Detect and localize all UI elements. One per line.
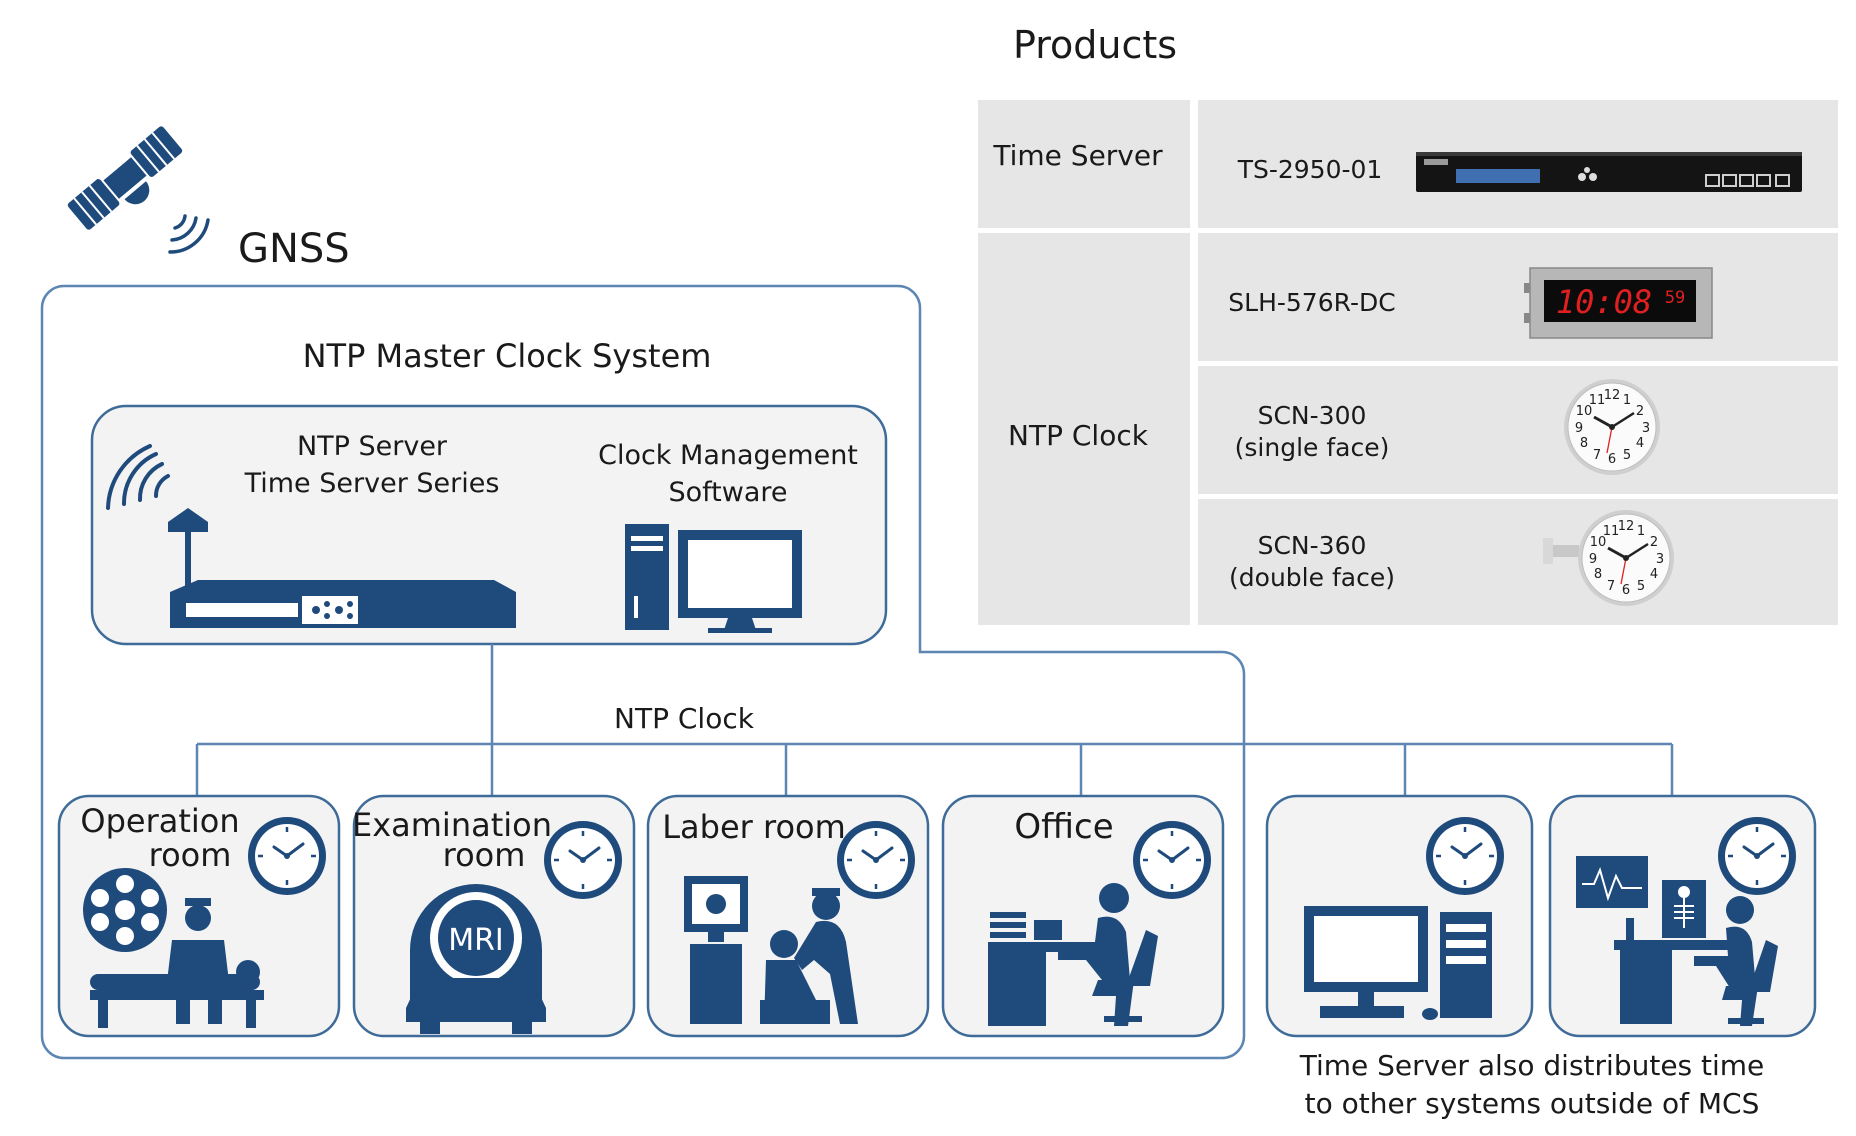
medical-monitoring-icon [1576,856,1778,1026]
office-label: Office [1014,807,1113,847]
wall-clock-icon [1716,815,1798,897]
examination-room-box: Examination room MRI [352,794,636,1038]
product-subtitle-scn360: (double face) [1229,563,1395,592]
scn360-double-clock-image [1543,508,1676,608]
surgery-scene-icon [83,868,264,1028]
wall-clock-icon [1131,819,1213,901]
product-row-scn360 [1198,499,1838,625]
outside-caption-line1: Time Server also distributes time [1299,1049,1765,1082]
wall-clock-icon [542,819,624,901]
gnss-satellite-icon [67,126,210,254]
gnss-label: GNSS [238,226,350,272]
operation-room-box: Operation room [57,794,341,1038]
product-model-slh576: SLH-576R-DC [1228,288,1395,317]
wall-clock-icon [1424,815,1506,897]
operation-room-label-line1: Operation [80,802,239,840]
office-worker-icon [988,883,1158,1026]
products-section: Products Time Server NTP Clock TS-2950-0… [978,23,1838,625]
ntp-clock-category-cell [978,233,1190,625]
mcs-title: NTP Master Clock System [303,337,712,375]
outside-caption-line2: to other systems outside of MCS [1305,1087,1760,1120]
clock-management-label: Clock Management [598,440,858,471]
product-model-scn360: SCN-360 [1258,531,1367,560]
delivery-scene-icon [684,876,858,1024]
ntp-server-label: NTP Server [297,431,448,462]
product-model-ts2950: TS-2950-01 [1237,155,1383,184]
product-row-scn300 [1198,366,1838,494]
mcs-boundary [40,284,1246,1060]
slh-display-seconds: 59 [1665,288,1685,308]
laber-room-label: Laber room [662,808,846,846]
software-label: Software [668,477,787,508]
mri-scanner-icon: MRI [406,884,546,1034]
wall-clock-icon [835,819,917,901]
examination-room-label-line2: room [443,836,526,874]
category-ntp-clock: NTP Clock [1008,419,1149,452]
gps-antenna-icon [106,444,208,592]
ntp-clock-bus-label: NTP Clock [614,702,755,735]
outside-computer-box [1265,794,1534,1038]
wall-clock-icon [246,815,328,897]
category-time-server: Time Server [992,139,1163,172]
ntp-server-device-icon [170,580,516,628]
products-title: Products [1013,23,1177,67]
operation-room-label-line2: room [149,836,232,874]
office-box: Office [941,794,1225,1038]
desktop-computer-icon [1304,906,1492,1020]
time-server-category-cell [978,100,1190,228]
outside-medical-box [1548,794,1817,1038]
slh-display-time: 10:08 [1556,283,1652,321]
bus-label-bg [596,698,772,738]
product-subtitle-scn300: (single face) [1235,433,1390,462]
examination-room-label-line1: Examination [352,806,552,844]
slh576-digital-clock-image: 10:08 59 [1524,267,1713,339]
scn300-analog-clock-image [1562,377,1662,477]
product-row-slh576 [1198,233,1838,361]
bus-drop-lines [195,744,1674,796]
ts2950-device-image [1416,152,1802,192]
time-server-series-label: Time Server Series [244,468,500,499]
laber-room-box: Laber room [646,794,930,1038]
product-model-scn300: SCN-300 [1258,401,1367,430]
management-computer-icon [625,524,802,633]
mri-label: MRI [448,923,504,958]
